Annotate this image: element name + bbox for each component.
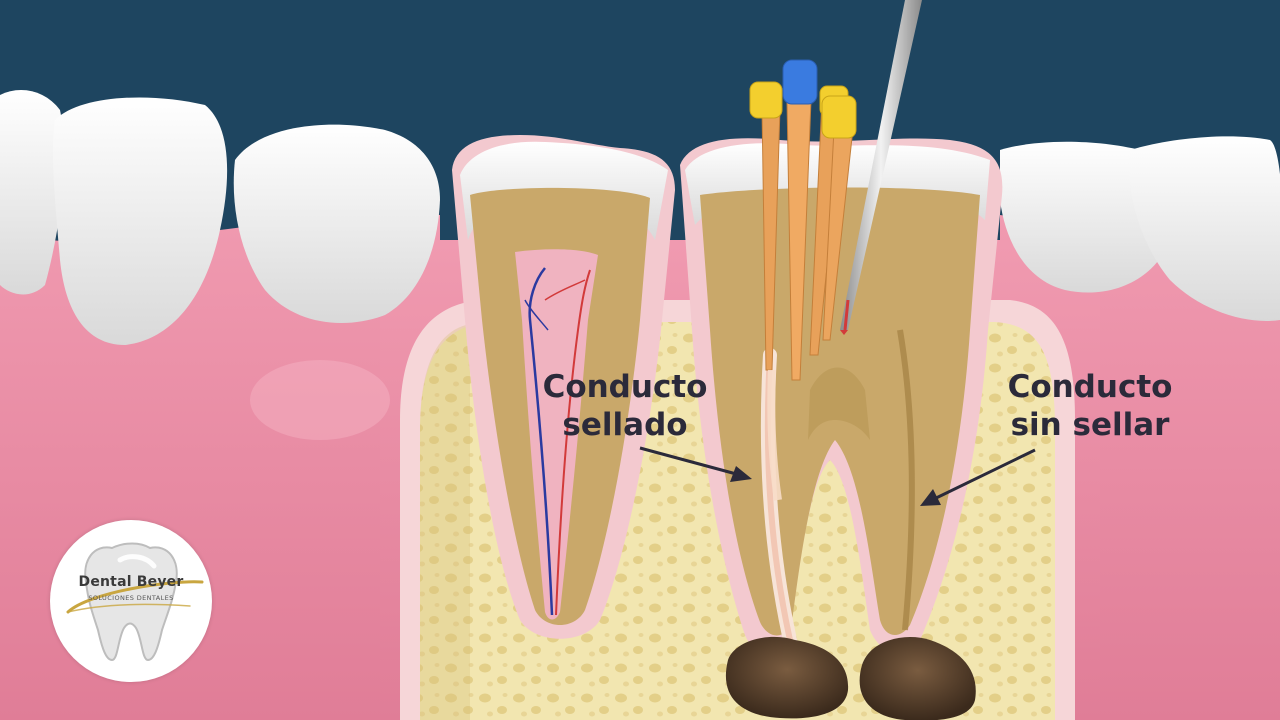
healthy-tooth [452,135,675,639]
logo-brand-name: Dental Beyer [78,574,184,590]
label-sealed-canal: Conducto sellado [520,368,730,444]
label-unsealed-line1: Conducto [1007,369,1173,405]
arrow-sealed [639,446,752,482]
label-unsealed-canal: Conducto sin sellar [985,368,1195,444]
tooth-logo-icon [66,542,204,662]
background-teeth-right [1000,136,1280,321]
label-sealed-line2: sellado [562,407,688,443]
label-sealed-line1: Conducto [542,369,708,405]
gutta-percha-points [761,99,856,501]
root-lesion-right [859,637,976,720]
gutta-percha-caps [749,59,857,139]
endodontic-instrument [840,0,922,335]
brand-logo: Dental Beyer SOLUCIONES DENTALES [50,520,212,682]
background-teeth-left [0,90,440,345]
unsealed-canal [897,329,915,631]
logo-tagline: SOLUCIONES DENTALES [88,594,174,602]
root-lesion-left [725,636,849,719]
arrow-unsealed [920,448,1036,506]
label-unsealed-line2: sin sellar [1010,407,1170,443]
